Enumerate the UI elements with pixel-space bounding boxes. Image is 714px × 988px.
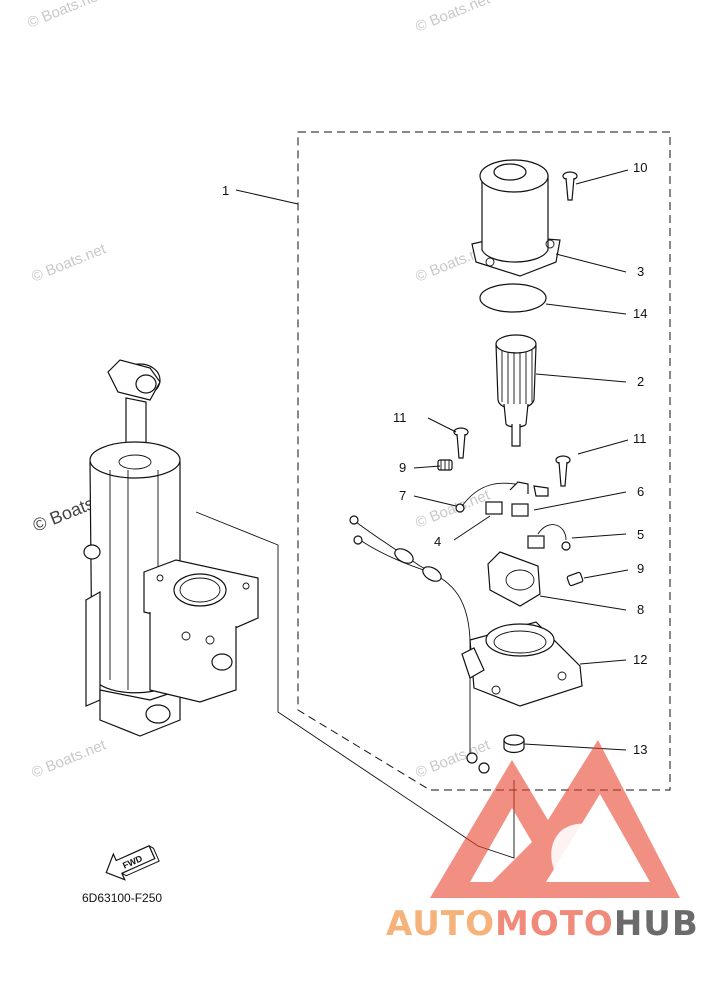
callout-10: 10 [633,160,647,175]
callout-4: 4 [434,534,441,549]
part-9-spring [437,459,453,471]
brand-hub: HUB [613,904,699,944]
leader-lines [235,169,629,751]
brand-auto: AUTO [386,904,495,944]
watermark: © Boats.net [29,736,109,782]
callout-5: 5 [637,527,644,542]
assembly-boundary [297,131,671,791]
callout-11-left: 11 [393,410,407,425]
fwd-arrow-icon: FWD [105,845,160,881]
part-8-brush-holder [487,551,541,607]
callout-1: 1 [222,183,229,198]
part-12-cable [349,515,490,774]
part-13-grommet [503,734,525,754]
part-4-brush [485,501,503,515]
automotohub-wordmark: AUTOMOTOHUB [386,906,699,942]
callout-8: 8 [637,602,644,617]
part-code: 6D63100-F250 [82,891,162,905]
callout-11-right: 11 [633,431,647,446]
automotohub-logo-icon [430,740,680,898]
part-3-motor-housing [471,159,561,277]
callout-6: 6 [637,484,644,499]
part-11-screw [555,455,571,487]
callout-2: 2 [637,374,644,389]
part-5-brush [527,524,571,551]
part-14-o-ring [479,283,547,313]
brand-moto: MOTO [494,904,614,944]
callout-12: 12 [633,652,647,667]
leader-line [195,511,515,859]
part-10-screw [562,171,578,201]
part-2-armature [495,334,537,447]
watermark: © Boats.net [413,736,493,782]
watermark: © Boats.net [413,486,493,532]
callout-14: 14 [633,306,647,321]
callout-13: 13 [633,742,647,757]
callout-9-lower: 9 [637,561,644,576]
part-6-brush [511,503,529,517]
part-11-screw [453,427,469,459]
callout-3: 3 [637,264,644,279]
part-9-spring [566,571,584,587]
callout-9-upper: 9 [399,460,406,475]
callout-7: 7 [399,488,406,503]
watermark: © Boats.net [25,0,105,32]
tilt-cylinder-unit [83,359,259,737]
watermark: © Boats.net [413,0,493,36]
part-12-lower-bracket [461,621,583,707]
watermark: © Boats.net [29,240,109,286]
